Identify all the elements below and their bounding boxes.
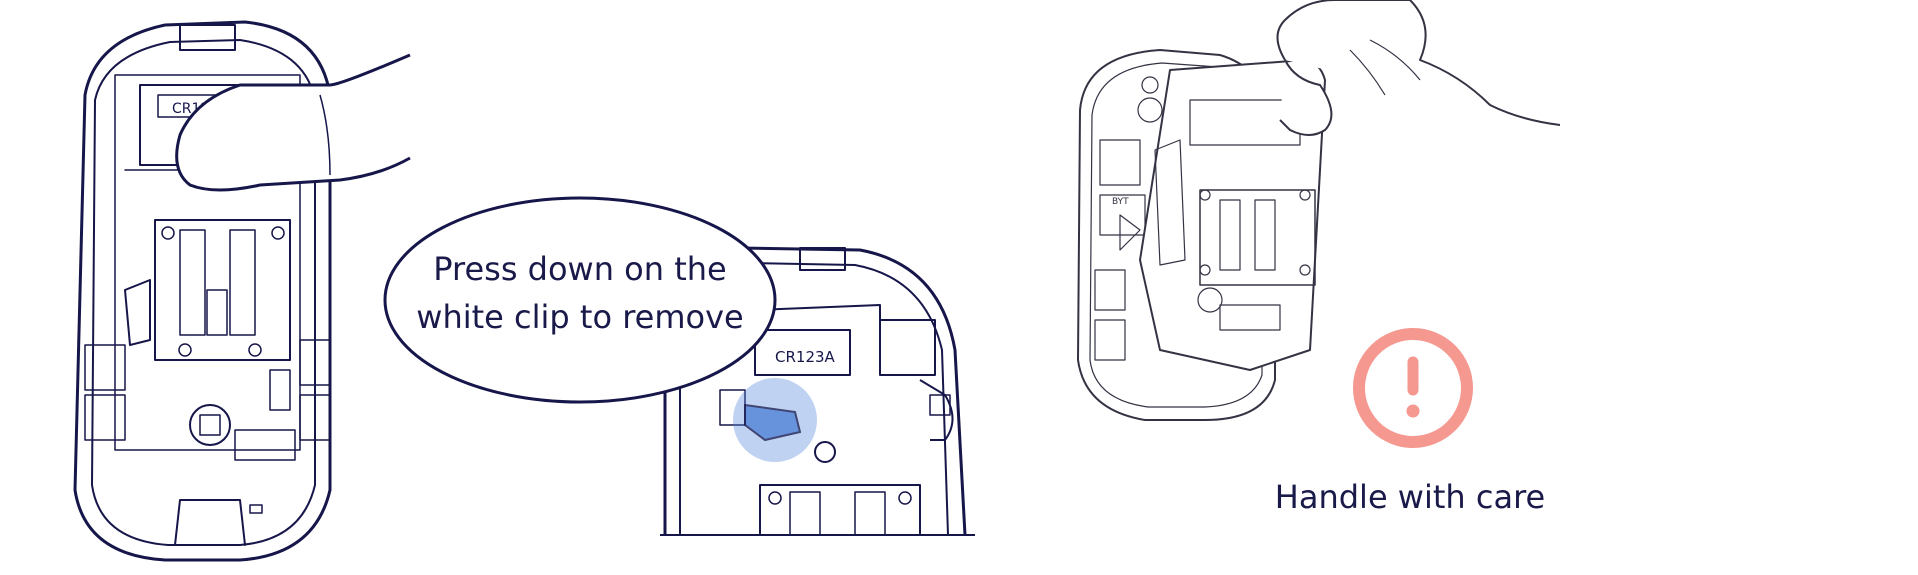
callout-bubble <box>383 196 777 404</box>
step-press-clip-panel: CR123A CR123A Pre <box>73 20 975 562</box>
callout-line-1: Press down on the <box>433 250 727 288</box>
device-illustration-left: CR123A CR123A <box>73 20 975 562</box>
warning-label: Handle with care <box>1274 478 1546 516</box>
battery-label-zoom: CR123A <box>775 348 836 366</box>
device-illustration-right: BYT <box>1077 0 1561 448</box>
hand-lifting <box>1276 0 1561 126</box>
step-remove-board-panel: BYT <box>1040 0 1918 575</box>
finger-press <box>175 53 411 192</box>
device-marking: BYT <box>1112 197 1129 207</box>
device-shell <box>73 20 332 562</box>
exclamation-circle-icon <box>1353 328 1473 448</box>
callout-instruction: Press down on the white clip to remove <box>390 245 770 341</box>
callout-line-2: white clip to remove <box>416 298 744 336</box>
